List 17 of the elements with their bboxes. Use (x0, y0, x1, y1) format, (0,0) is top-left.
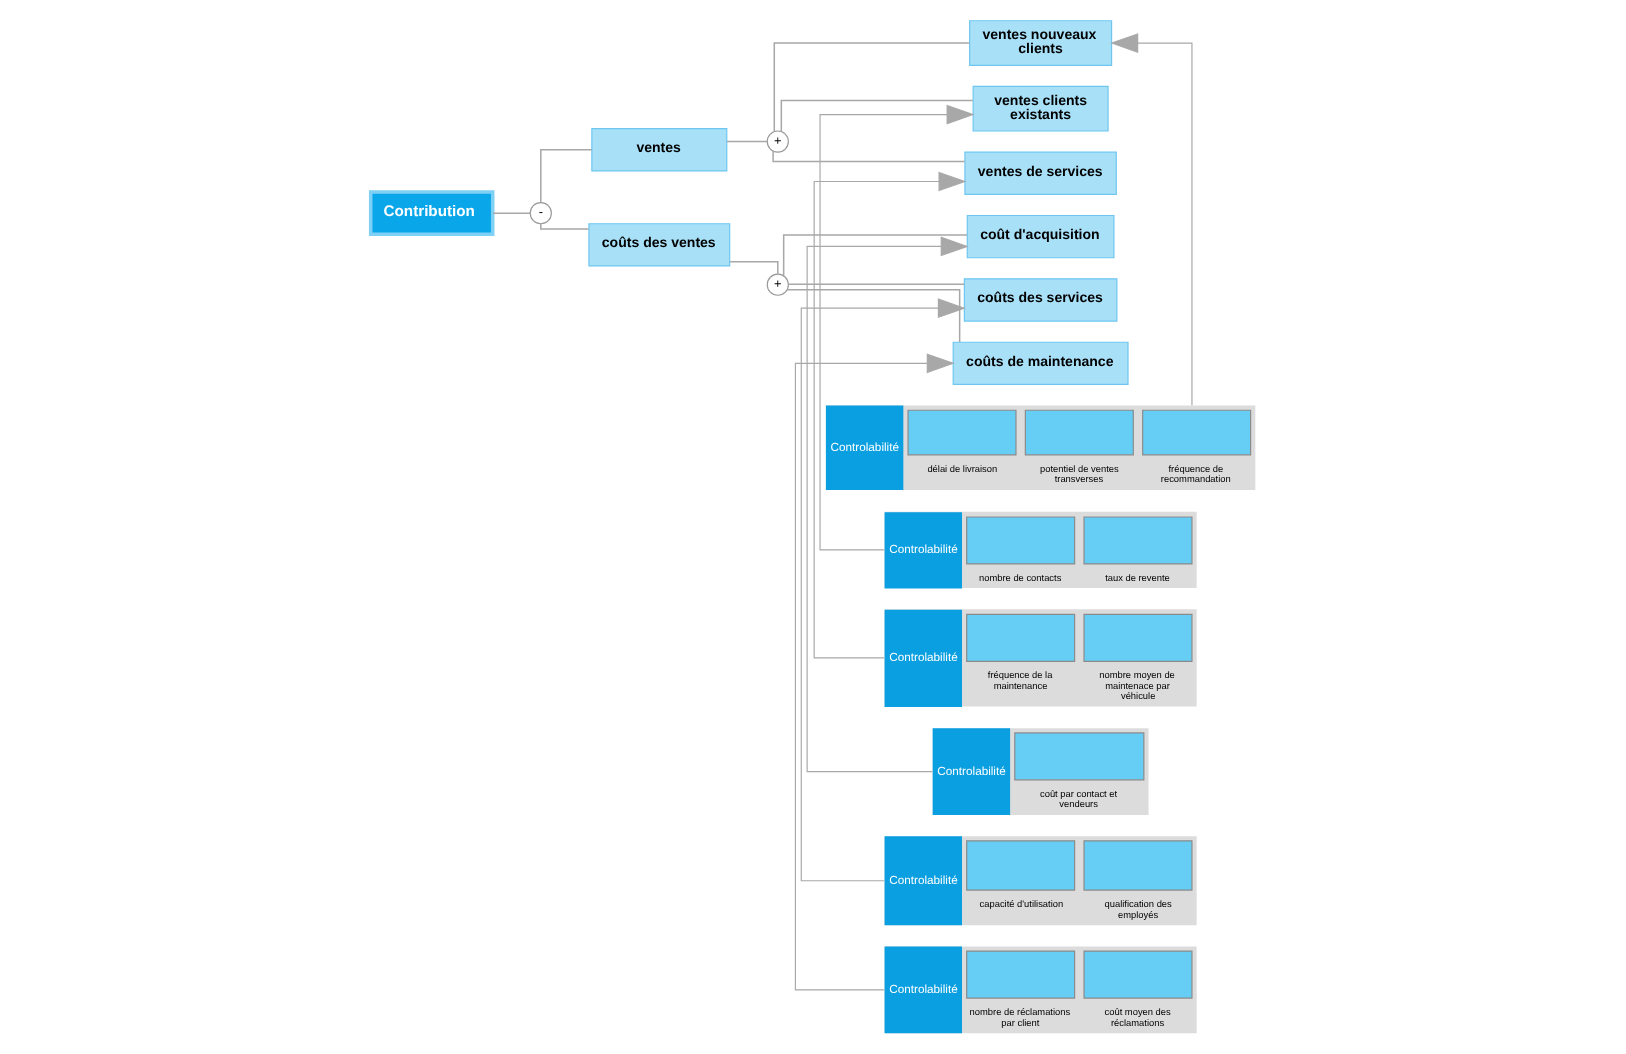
connector (782, 234, 968, 277)
arrow (1110, 33, 1193, 406)
connector (780, 99, 974, 132)
arrow (813, 171, 967, 659)
arrow (800, 298, 966, 882)
connector (773, 42, 971, 133)
connector (540, 223, 590, 230)
connector (492, 212, 531, 214)
arrow (819, 104, 975, 551)
connector (772, 150, 966, 163)
connector (729, 261, 779, 275)
connector (787, 283, 966, 286)
connector (786, 289, 961, 343)
arrow (806, 236, 969, 773)
connector (540, 149, 593, 203)
arrow (794, 353, 955, 991)
connector (726, 140, 768, 143)
